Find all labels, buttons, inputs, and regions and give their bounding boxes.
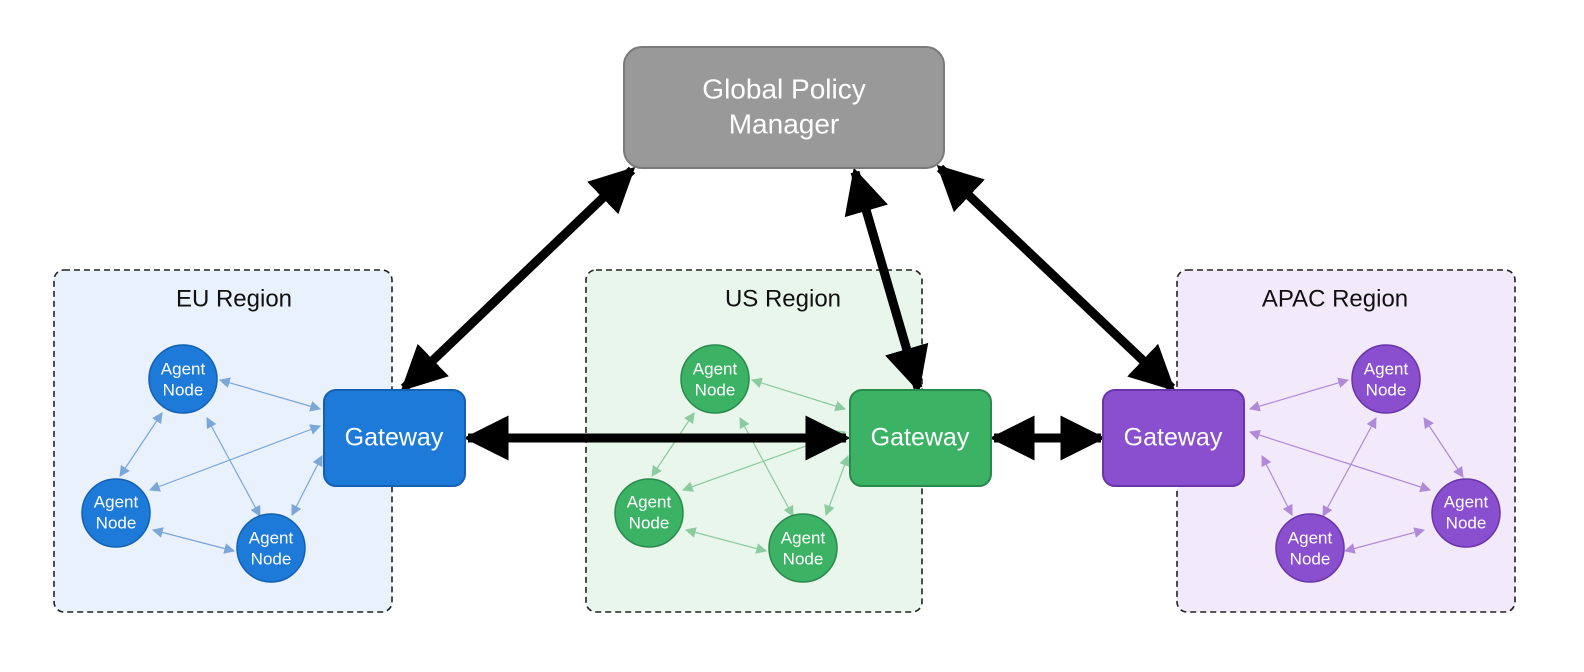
us-gateway-box[interactable] [849,389,992,487]
eu-agent-node-3-circle[interactable] [236,513,306,583]
eu-agent-node-3[interactable]: Agent Node [236,513,306,583]
apac-agent-node-2[interactable]: Agent Node [1275,513,1345,583]
eu-agent-node-1-circle[interactable] [148,344,218,414]
eu-agent-node-2-line2: Node [96,513,137,532]
eu-agent-node-2-circle[interactable] [81,478,151,548]
conn-policy-us [844,167,929,393]
us-agent-node-1-line1: Agent [693,359,738,378]
apac-gateway[interactable]: Gateway [1102,389,1245,487]
apac-agent-node-3-line1: Agent [1444,492,1489,511]
us-edge-gw-n3 [824,454,850,517]
global-policy-manager[interactable]: Global Policy Manager [623,46,945,169]
policy-manager-label-line2: Manager [729,108,840,139]
us-agent-node-2-circle[interactable] [614,478,684,548]
apac-gateway-box[interactable] [1102,389,1245,487]
apac-agent-node-2-circle[interactable] [1275,513,1345,583]
eu-agent-node-3-line1: Agent [249,528,294,547]
region-us-title: US Region [725,285,841,312]
apac-agent-node-3[interactable]: Agent Node [1431,478,1501,548]
apac-agent-node-3-circle[interactable] [1431,478,1501,548]
region-apac-title: APAC Region [1262,285,1408,312]
conn-policy-apac [936,164,1176,392]
eu-gateway-label: Gateway [345,424,444,452]
us-agent-node-1-circle[interactable] [680,344,750,414]
eu-gateway[interactable]: Gateway [323,389,466,487]
policy-manager-label-line1: Global Policy [702,73,865,104]
policy-manager-box[interactable] [623,46,945,169]
apac-agent-node-1-line1: Agent [1364,359,1409,378]
us-agent-node-3-line2: Node [783,549,824,568]
region-eu-title: EU Region [176,285,292,312]
eu-edge-gw-n3 [291,455,323,516]
eu-agent-node-1[interactable]: Agent Node [148,344,218,414]
us-agent-node-3[interactable]: Agent Node [768,513,838,583]
apac-agent-node-3-line2: Node [1446,513,1487,532]
backbone-connections [400,164,1176,461]
apac-gateway-label: Gateway [1124,424,1223,452]
us-gateway[interactable]: Gateway [849,389,992,487]
us-agent-node-3-circle[interactable] [768,513,838,583]
us-agent-node-2[interactable]: Agent Node [614,478,684,548]
us-agent-node-1-line2: Node [695,380,736,399]
apac-edge-n1-n3 [1423,417,1464,478]
us-edge-n2-n3 [684,527,768,554]
us-gateway-label: Gateway [871,424,970,452]
eu-edge-n1-n2 [119,412,163,477]
us-agent-node-1[interactable]: Agent Node [680,344,750,414]
apac-edge-gw-n1 [1248,377,1350,412]
eu-agent-node-2-line1: Agent [94,492,139,511]
apac-mesh-edges [1248,377,1464,554]
eu-edge-gw-n2 [148,424,322,492]
us-agent-node-3-line1: Agent [781,528,826,547]
apac-edge-n2-n3 [1343,527,1426,554]
us-agent-node-2-line1: Agent [627,492,672,511]
apac-agent-node-1-circle[interactable] [1351,344,1421,414]
eu-agent-node-2[interactable]: Agent Node [81,478,151,548]
eu-edge-n2-n3 [151,527,236,554]
eu-gateway-box[interactable] [323,389,466,487]
eu-mesh-edges [119,377,323,554]
conn-policy-eu [400,166,636,392]
apac-agent-node-1-line2: Node [1366,380,1407,399]
apac-edge-gw-n3 [1248,429,1432,493]
eu-agent-node-1-line2: Node [163,380,204,399]
eu-agent-node-3-line2: Node [251,549,292,568]
apac-agent-node-2-line2: Node [1290,549,1331,568]
us-agent-node-2-line2: Node [629,513,670,532]
eu-edge-n1-gw [218,377,322,412]
us-edge-n1-gw [750,377,847,412]
apac-edge-gw-n2 [1261,455,1293,516]
apac-agent-node-2-line1: Agent [1288,528,1333,547]
eu-agent-node-1-line1: Agent [161,359,206,378]
apac-agent-node-1[interactable]: Agent Node [1351,344,1421,414]
